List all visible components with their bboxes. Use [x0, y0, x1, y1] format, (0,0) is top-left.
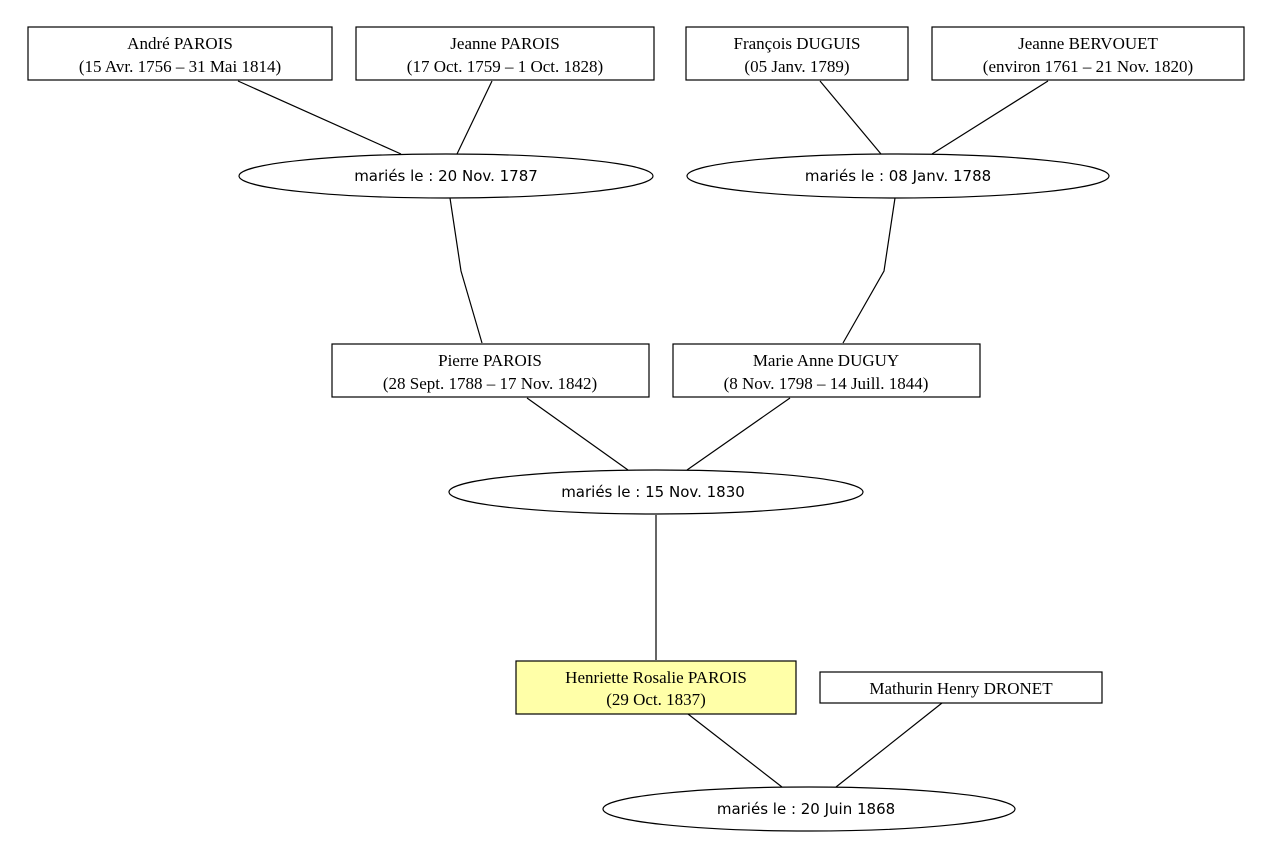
edge-marie-m1830: [686, 397, 791, 471]
edge-henriette-m1868: [687, 713, 783, 788]
edge-m1787-pierre: [449, 197, 483, 344]
person-henriette-rosalie-parois[interactable]: Henriette Rosalie PAROIS (29 Oct. 1837): [515, 660, 797, 715]
edges: [237, 80, 1049, 788]
person-dates: (28 Sept. 1788 – 17 Nov. 1842): [383, 374, 597, 393]
person-dates: (environ 1761 – 21 Nov. 1820): [983, 57, 1193, 76]
person-name: Marie Anne DUGUY: [753, 351, 899, 370]
person-name: Mathurin Henry DRONET: [869, 679, 1053, 698]
person-dates: (29 Oct. 1837): [606, 690, 706, 709]
edge-andre-m1787: [237, 80, 402, 155]
marriage-1787[interactable]: mariés le : 20 Nov. 1787: [238, 153, 654, 199]
person-marie-anne-duguy[interactable]: Marie Anne DUGUY (8 Nov. 1798 – 14 Juill…: [672, 343, 981, 398]
marriage-label: mariés le : 15 Nov. 1830: [561, 483, 745, 501]
marriage-label: mariés le : 20 Juin 1868: [717, 800, 895, 818]
edge-pierre-m1830: [526, 397, 629, 471]
person-pierre-parois[interactable]: Pierre PAROIS (28 Sept. 1788 – 17 Nov. 1…: [331, 343, 650, 398]
marriage-label: mariés le : 08 Janv. 1788: [805, 167, 991, 185]
edge-mathurin-m1868: [835, 702, 943, 788]
person-name: Henriette Rosalie PAROIS: [565, 668, 747, 687]
edge-m1788-marie: [842, 197, 896, 344]
person-name: André PAROIS: [127, 34, 233, 53]
edge-jeanne-parois-m1787: [456, 80, 493, 155]
person-name: François DUGUIS: [733, 34, 860, 53]
edge-francois-m1788: [819, 80, 882, 155]
person-dates: (17 Oct. 1759 – 1 Oct. 1828): [407, 57, 603, 76]
marriage-1868[interactable]: mariés le : 20 Juin 1868: [602, 786, 1016, 832]
marriage-1830[interactable]: mariés le : 15 Nov. 1830: [448, 469, 864, 515]
person-name: Jeanne BERVOUET: [1018, 34, 1158, 53]
person-mathurin-henry-dronet[interactable]: Mathurin Henry DRONET: [819, 671, 1103, 704]
person-dates: (05 Janv. 1789): [744, 57, 849, 76]
person-name: Pierre PAROIS: [438, 351, 542, 370]
person-andre-parois[interactable]: André PAROIS (15 Avr. 1756 – 31 Mai 1814…: [27, 26, 333, 81]
edge-jeanne-bervouet-m1788: [931, 80, 1049, 155]
person-dates: (15 Avr. 1756 – 31 Mai 1814): [79, 57, 281, 76]
person-dates: (8 Nov. 1798 – 14 Juill. 1844): [724, 374, 929, 393]
person-name: Jeanne PAROIS: [450, 34, 559, 53]
marriage-label: mariés le : 20 Nov. 1787: [354, 167, 538, 185]
person-jeanne-parois[interactable]: Jeanne PAROIS (17 Oct. 1759 – 1 Oct. 182…: [355, 26, 655, 81]
marriage-1788[interactable]: mariés le : 08 Janv. 1788: [686, 153, 1110, 199]
person-francois-duguis[interactable]: François DUGUIS (05 Janv. 1789): [685, 26, 909, 81]
person-jeanne-bervouet[interactable]: Jeanne BERVOUET (environ 1761 – 21 Nov. …: [931, 26, 1245, 81]
